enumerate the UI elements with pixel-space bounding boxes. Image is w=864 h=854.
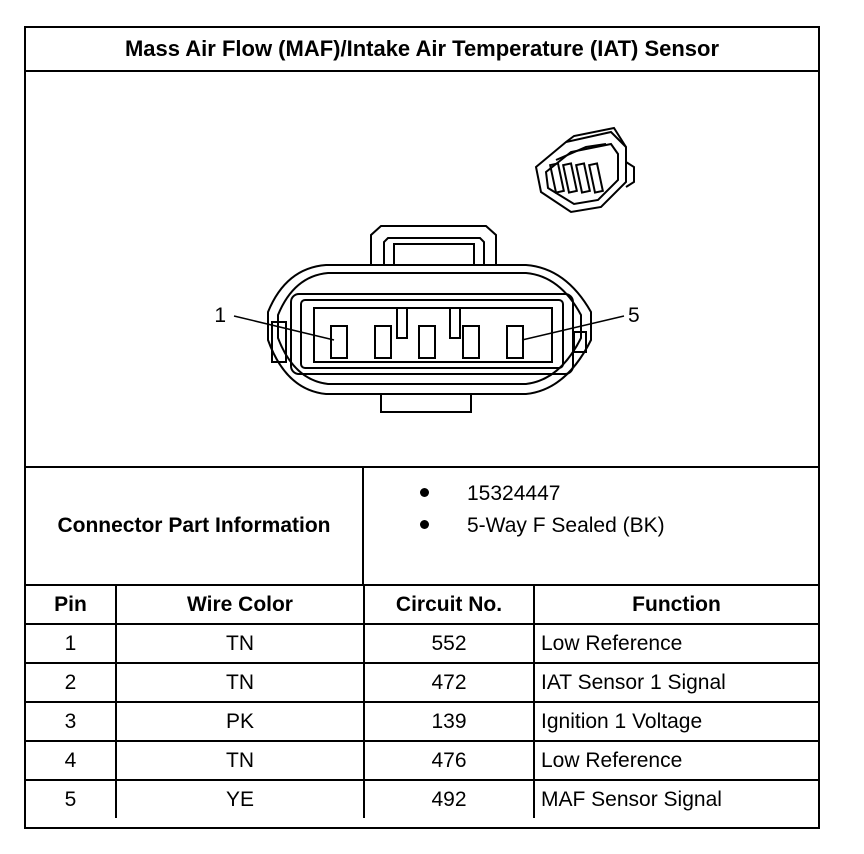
part-number-item: 15324447 xyxy=(420,482,560,506)
connector-sheet: Mass Air Flow (MAF)/Intake Air Temperatu… xyxy=(24,26,820,829)
wire-color-cell: TN xyxy=(115,623,365,664)
table-row: 5 YE 492 MAF Sensor Signal xyxy=(26,779,818,818)
bullet-icon xyxy=(420,519,429,529)
function-cell: Low Reference xyxy=(533,740,818,781)
circuit-cell: 472 xyxy=(363,662,535,703)
header-circuit-no: Circuit No. xyxy=(363,586,535,625)
circuit-cell: 139 xyxy=(363,701,535,742)
function-cell: IAT Sensor 1 Signal xyxy=(533,662,818,703)
table-row: 4 TN 476 Low Reference xyxy=(26,740,818,781)
function-cell: Ignition 1 Voltage xyxy=(533,701,818,742)
wire-color-cell: TN xyxy=(115,740,365,781)
table-row: 1 TN 552 Low Reference xyxy=(26,623,818,664)
connector-figure: 1 5 xyxy=(26,72,818,468)
circuit-cell: 476 xyxy=(363,740,535,781)
pin-cell: 4 xyxy=(26,740,117,781)
bullet-icon xyxy=(420,487,429,497)
header-function: Function xyxy=(533,586,818,625)
pin-table: Pin Wire Color Circuit No. Function 1 TN… xyxy=(26,586,818,818)
pin-1-callout: 1 xyxy=(214,304,226,327)
connector-drawing: 1 5 xyxy=(214,126,640,413)
wire-color-cell: TN xyxy=(115,662,365,703)
connector-type-item: 5-Way F Sealed (BK) xyxy=(420,514,665,538)
pin-5-callout: 5 xyxy=(628,304,640,327)
pin-cell: 3 xyxy=(26,701,117,742)
wire-color-cell: PK xyxy=(115,701,365,742)
connector-info-row: Connector Part Information 15324447 5-Wa… xyxy=(26,468,818,586)
table-row: 3 PK 139 Ignition 1 Voltage xyxy=(26,701,818,742)
connector-info-list: 15324447 5-Way F Sealed (BK) xyxy=(364,468,818,584)
function-cell: MAF Sensor Signal xyxy=(533,779,818,818)
circuit-cell: 492 xyxy=(363,779,535,818)
connector-isometric-sketch xyxy=(534,126,635,214)
page-title: Mass Air Flow (MAF)/Intake Air Temperatu… xyxy=(26,28,818,72)
circuit-cell: 552 xyxy=(363,623,535,664)
function-cell: Low Reference xyxy=(533,623,818,664)
connector-info-label: Connector Part Information xyxy=(26,468,364,584)
table-row: 2 TN 472 IAT Sensor 1 Signal xyxy=(26,662,818,703)
connector-front-view xyxy=(233,225,625,413)
pin-cell: 5 xyxy=(26,779,117,818)
pin-cell: 1 xyxy=(26,623,117,664)
pin-table-header: Pin Wire Color Circuit No. Function xyxy=(26,586,818,625)
connector-type: 5-Way F Sealed (BK) xyxy=(467,514,665,537)
part-number: 15324447 xyxy=(467,482,561,505)
header-pin: Pin xyxy=(26,586,117,625)
header-wire-color: Wire Color xyxy=(115,586,365,625)
wire-color-cell: YE xyxy=(115,779,365,818)
pin-cell: 2 xyxy=(26,662,117,703)
